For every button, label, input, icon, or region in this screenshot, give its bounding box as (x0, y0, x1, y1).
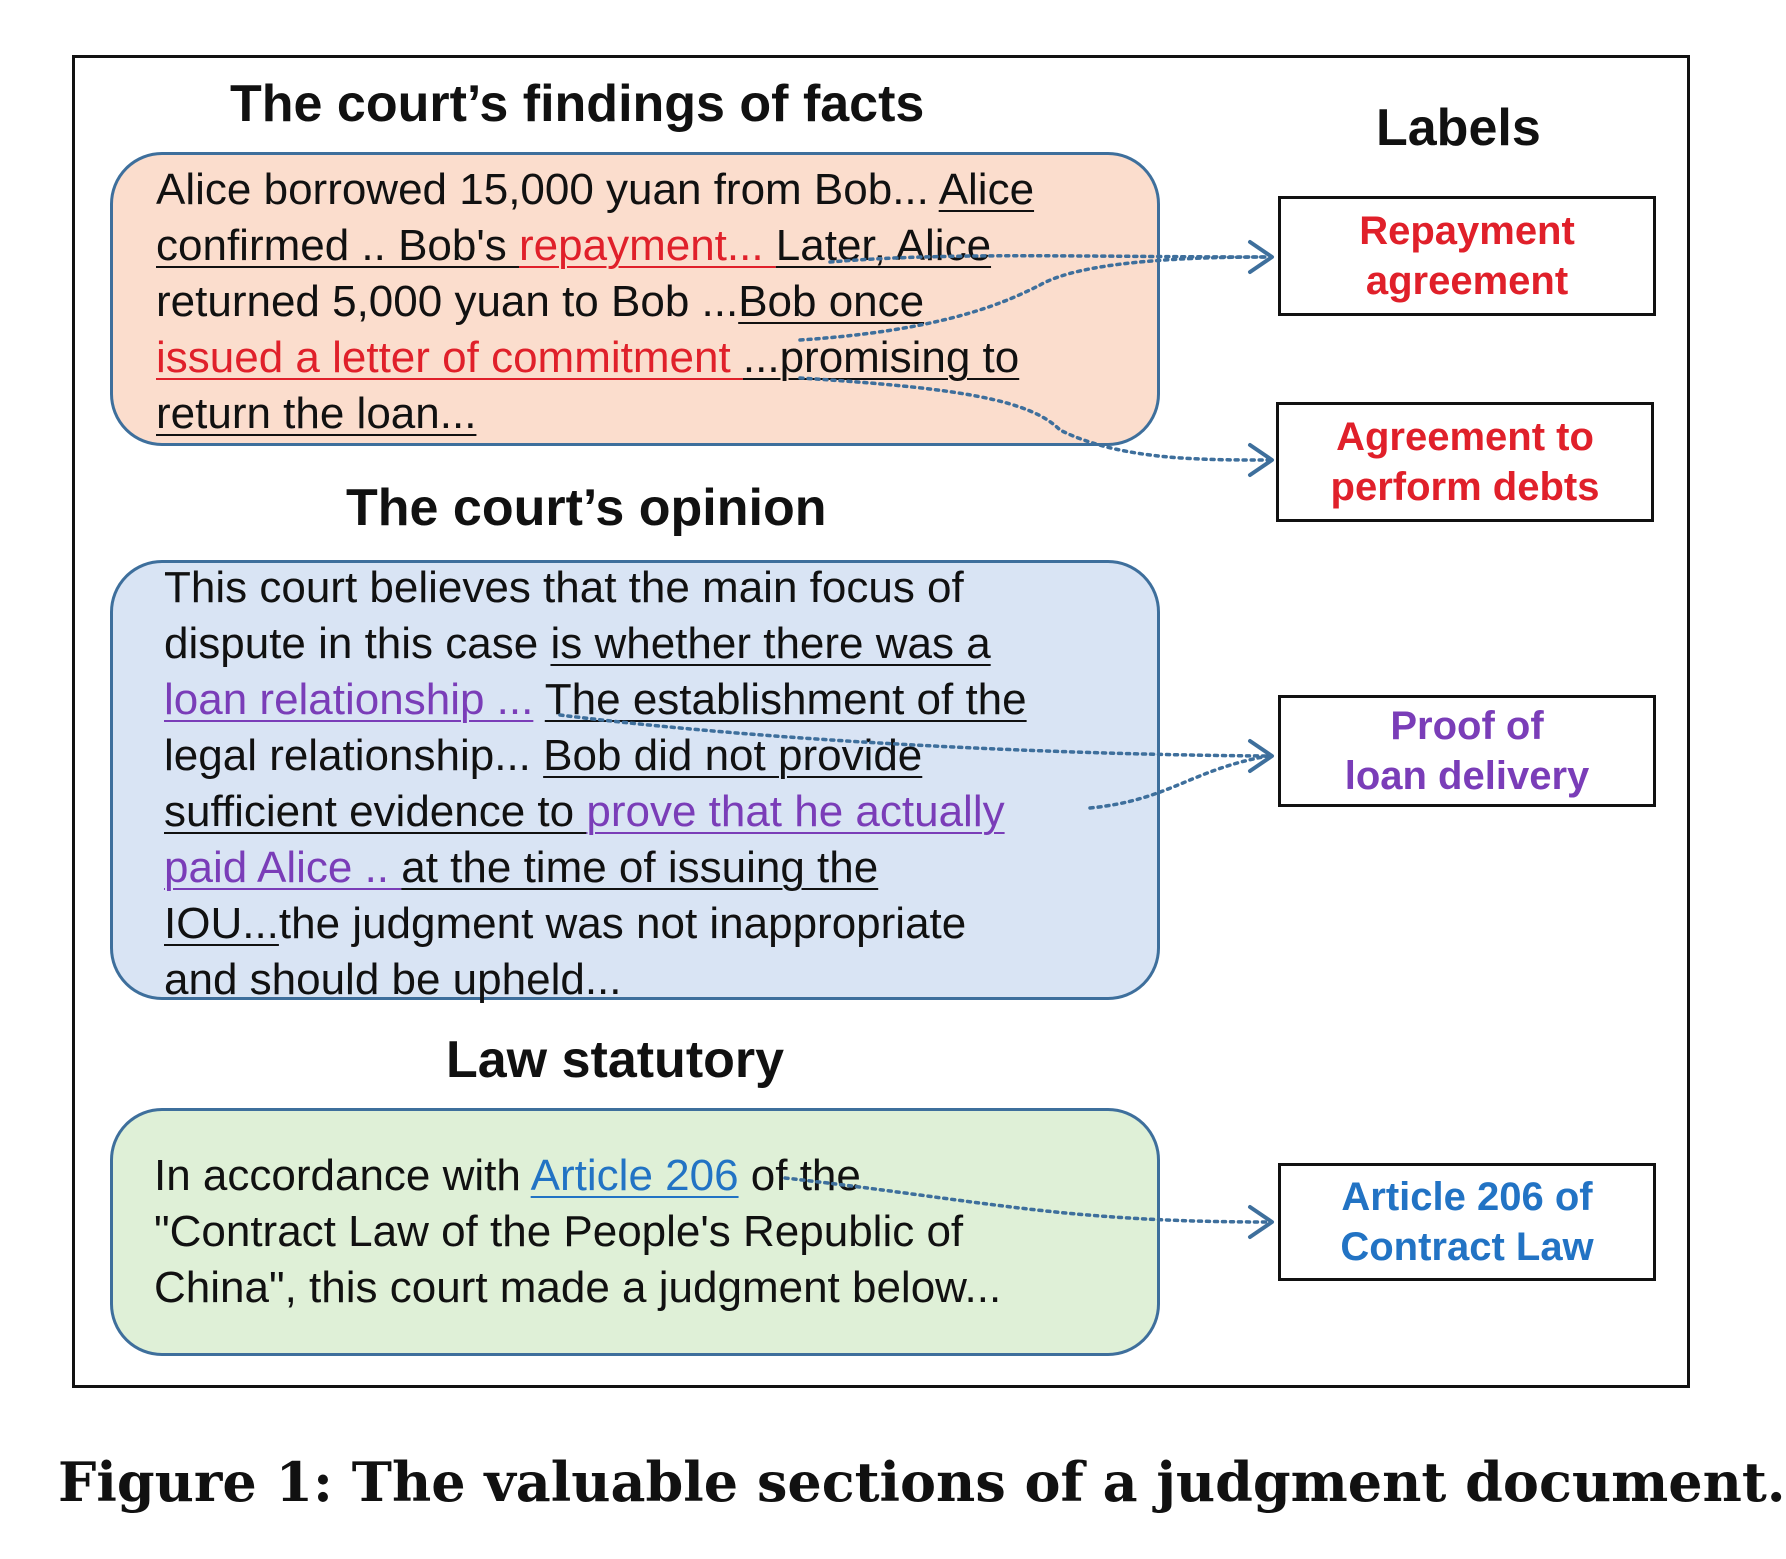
arrow-article-206-to-label (783, 1176, 1270, 1224)
prove-payment-highlight: prove that he actually (586, 787, 1005, 836)
opinion-line-7: IOU...the judgment was not inappropriate (164, 899, 967, 948)
opinion-line-4: legal relationship... Bob did not provid… (164, 731, 923, 780)
figure-frame (72, 55, 1690, 1388)
arrow-prove-payment-to-proof (1088, 754, 1270, 810)
label-agreement-to-perform-debts: Agreement to perform debts (1276, 402, 1654, 522)
article-206-highlight: Article 206 (530, 1151, 739, 1200)
arrowhead-proof (1248, 739, 1274, 773)
arrow-loan-relationship-to-proof (558, 713, 1270, 758)
law-text: In accordance with Article 206 of the "C… (154, 1148, 1001, 1316)
facts-line-4: issued a letter of commitment ...promisi… (156, 333, 1020, 382)
opinion-line-5: sufficient evidence to prove that he act… (164, 787, 1005, 836)
opinion-line-1: This court believes that the main focus … (164, 563, 964, 612)
heading-law-statutory: Law statutory (446, 1031, 785, 1089)
arrow-repayment-to-label (828, 254, 1270, 264)
opinion-line-3: loan relationship ... The establishment … (164, 675, 1027, 724)
heading-labels: Labels (1376, 99, 1541, 157)
letter-of-commitment-highlight: issued a letter of commitment (156, 333, 743, 382)
label-article-206-contract-law: Article 206 of Contract Law (1278, 1163, 1656, 1281)
arrow-commitment-to-debts (798, 376, 1270, 462)
facts-line-2: confirmed .. Bob's repayment... Later, A… (156, 221, 992, 270)
heading-court-opinion: The court’s opinion (346, 479, 827, 537)
facts-line-3: returned 5,000 yuan to Bob ...Bob once (156, 277, 925, 326)
arrowhead-repayment (1248, 240, 1274, 274)
connector-arrows (558, 240, 1274, 1239)
law-box (110, 1108, 1160, 1356)
arrowhead-article (1248, 1205, 1274, 1239)
heading-findings-of-facts: The court’s findings of facts (230, 75, 925, 133)
opinion-box (110, 560, 1160, 1000)
label-repayment-agreement: Repayment agreement (1278, 196, 1656, 316)
facts-text: Alice borrowed 15,000 yuan from Bob... A… (156, 162, 1034, 442)
law-line-2: "Contract Law of the People's Republic o… (154, 1207, 964, 1256)
facts-line-5: return the loan... (156, 389, 477, 438)
arrowhead-debts (1248, 443, 1274, 477)
opinion-line-2: dispute in this case is whether there wa… (164, 619, 991, 668)
arrow-commitment-to-repayment (798, 255, 1270, 342)
facts-line-1: Alice borrowed 15,000 yuan from Bob... A… (156, 165, 1035, 214)
law-line-1: In accordance with Article 206 of the (154, 1151, 861, 1200)
opinion-text: This court believes that the main focus … (164, 560, 1027, 1008)
paid-alice-highlight: paid Alice .. (164, 843, 402, 892)
opinion-line-8: and should be upheld... (164, 955, 622, 1004)
label-proof-of-loan-delivery: Proof of loan delivery (1278, 695, 1656, 807)
opinion-line-6: paid Alice .. at the time of issuing the (164, 843, 879, 892)
figure-caption: Figure 1: The valuable sections of a jud… (58, 1450, 1786, 1514)
repayment-highlight: repayment... (519, 221, 776, 270)
law-line-3: China", this court made a judgment below… (154, 1263, 1002, 1312)
loan-relationship-highlight: loan relationship ... (164, 675, 534, 724)
